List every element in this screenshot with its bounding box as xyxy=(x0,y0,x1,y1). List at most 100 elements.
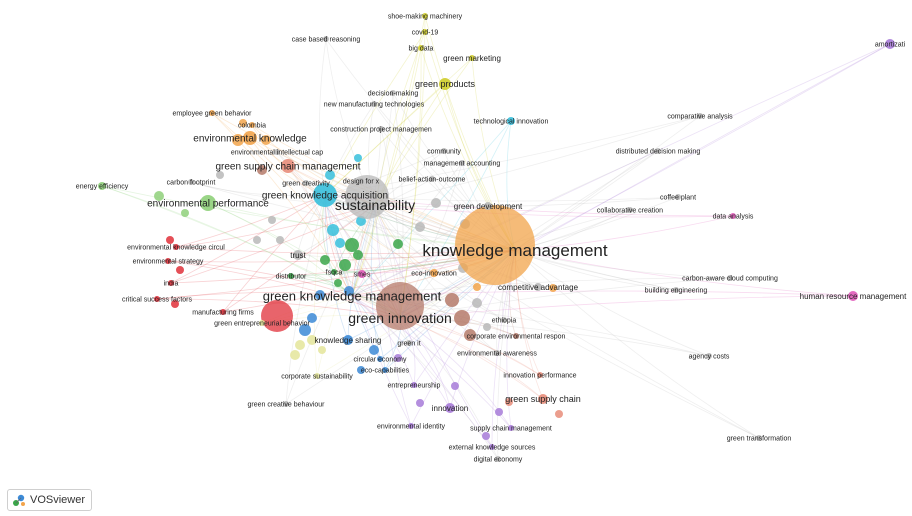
term-label[interactable]: green supply chain xyxy=(505,394,581,404)
term-node[interactable] xyxy=(382,367,388,373)
term-node[interactable] xyxy=(323,36,329,42)
term-label[interactable]: energy efficiency xyxy=(76,183,129,190)
term-label[interactable]: case based reasoning xyxy=(292,36,361,43)
term-label[interactable]: external knowledge sources xyxy=(449,444,536,451)
term-node[interactable] xyxy=(165,258,171,264)
term-node[interactable] xyxy=(439,78,451,90)
term-label[interactable]: green marketing xyxy=(443,54,501,63)
term-label[interactable]: knowledge management xyxy=(422,241,608,260)
term-node[interactable] xyxy=(331,269,337,275)
term-node[interactable] xyxy=(314,373,320,379)
term-node[interactable] xyxy=(343,335,353,345)
term-label[interactable]: manufacturing firms xyxy=(192,309,254,316)
term-node[interactable] xyxy=(377,356,383,362)
term-node[interactable] xyxy=(489,444,495,450)
term-label[interactable]: decision-making xyxy=(368,90,419,97)
term-label[interactable]: collaborative creation xyxy=(597,207,663,214)
term-label[interactable]: green knowledge management xyxy=(263,289,442,304)
term-node[interactable] xyxy=(209,110,215,116)
term-label[interactable]: belief-action-outcome xyxy=(399,176,466,183)
term-node[interactable] xyxy=(534,283,542,291)
term-node[interactable] xyxy=(303,180,309,186)
term-node[interactable] xyxy=(154,296,160,302)
term-label[interactable]: knowledge sharing xyxy=(315,336,382,345)
term-node[interactable] xyxy=(345,175,389,219)
term-label[interactable]: shoe-making machinery xyxy=(388,13,463,20)
term-node[interactable] xyxy=(508,425,514,431)
term-label[interactable]: green transformation xyxy=(727,435,792,442)
term-node[interactable] xyxy=(459,160,465,166)
term-label[interactable]: carbon footprint xyxy=(167,179,216,186)
term-label[interactable]: environmental identity xyxy=(377,423,446,430)
term-label[interactable]: supply chain management xyxy=(470,425,552,432)
term-label[interactable]: environmental knowledge circul xyxy=(127,244,225,251)
term-label[interactable]: environmental knowledge xyxy=(193,134,307,145)
term-node[interactable] xyxy=(513,333,519,339)
vosviewer-logo-badge[interactable]: VOSviewer xyxy=(7,489,93,511)
term-label[interactable]: colombia xyxy=(238,122,266,129)
term-node[interactable] xyxy=(408,423,414,429)
term-node[interactable] xyxy=(727,275,733,281)
term-label[interactable]: innovation performance xyxy=(503,372,576,379)
term-label[interactable]: green development xyxy=(454,202,523,211)
term-node[interactable] xyxy=(730,213,736,219)
term-node[interactable] xyxy=(371,101,377,107)
term-label[interactable]: covid-19 xyxy=(412,29,439,36)
term-node[interactable] xyxy=(675,194,681,200)
term-node[interactable] xyxy=(411,382,417,388)
term-label[interactable]: competitive advantage xyxy=(498,283,579,292)
term-label[interactable]: digital economy xyxy=(474,456,523,463)
term-label[interactable]: ethiopia xyxy=(492,317,517,324)
term-node[interactable] xyxy=(220,309,226,315)
term-node[interactable] xyxy=(469,55,475,61)
term-label[interactable]: coffee plant xyxy=(660,194,696,201)
term-node[interactable] xyxy=(848,291,858,301)
term-node[interactable] xyxy=(441,148,447,154)
term-node[interactable] xyxy=(406,340,412,346)
term-node[interactable] xyxy=(418,45,424,51)
term-label[interactable]: amortizati xyxy=(875,41,906,48)
term-label[interactable]: corporate environmental respon xyxy=(467,333,566,340)
term-label[interactable]: design for x xyxy=(343,178,380,185)
term-node[interactable] xyxy=(274,149,280,155)
term-node[interactable] xyxy=(430,269,438,277)
term-node[interactable] xyxy=(627,207,633,213)
term-label[interactable]: building engineering xyxy=(645,287,708,294)
term-label[interactable]: trust xyxy=(290,251,306,260)
term-label[interactable]: data analysis xyxy=(713,213,754,220)
term-node[interactable] xyxy=(200,195,216,211)
term-label[interactable]: green creative behaviour xyxy=(247,401,325,408)
term-node[interactable] xyxy=(706,353,712,359)
term-label[interactable]: agency costs xyxy=(689,353,730,360)
term-node[interactable] xyxy=(422,13,428,19)
term-label[interactable]: green creativity xyxy=(282,180,330,187)
term-label[interactable]: environmental intellectual cap xyxy=(231,149,323,156)
term-node[interactable] xyxy=(188,179,194,185)
term-node[interactable] xyxy=(358,178,364,184)
term-node[interactable] xyxy=(455,205,535,285)
term-label[interactable]: new manufacturing technologies xyxy=(324,101,425,108)
term-node[interactable] xyxy=(673,287,679,293)
term-node[interactable] xyxy=(422,29,428,35)
term-node[interactable] xyxy=(507,117,515,125)
term-node[interactable] xyxy=(378,126,384,132)
term-node[interactable] xyxy=(655,148,661,154)
term-node[interactable] xyxy=(429,176,435,182)
term-label[interactable]: environmental performance xyxy=(147,199,269,210)
term-node[interactable] xyxy=(358,270,366,278)
term-node[interactable] xyxy=(537,372,543,378)
term-node[interactable] xyxy=(173,244,179,250)
term-node[interactable] xyxy=(293,250,303,260)
term-label[interactable]: comparative analysis xyxy=(667,113,733,120)
term-label[interactable]: distributed decision making xyxy=(616,148,701,155)
term-label[interactable]: management accounting xyxy=(424,160,501,167)
term-node[interactable] xyxy=(168,280,174,286)
term-label[interactable]: entrepreneurship xyxy=(388,382,441,389)
term-label[interactable]: community xyxy=(427,148,461,155)
term-node[interactable] xyxy=(494,350,500,356)
term-node[interactable] xyxy=(756,435,762,441)
term-node[interactable] xyxy=(243,131,257,145)
term-node[interactable] xyxy=(259,320,265,326)
term-label[interactable]: india xyxy=(164,280,179,287)
